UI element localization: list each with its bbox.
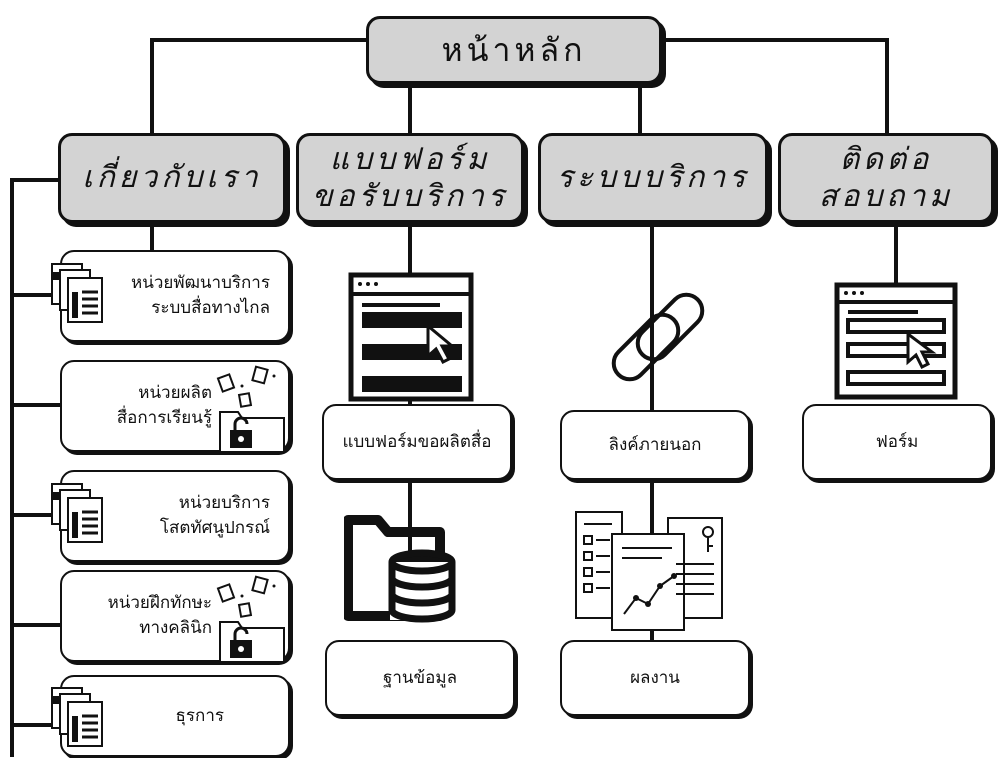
documents-icon xyxy=(51,687,103,747)
home-node[interactable]: หน้าหลัก xyxy=(366,16,662,84)
menu-contact[interactable]: ติดต่อสอบถาม xyxy=(778,133,994,223)
menu-services[interactable]: ระบบบริการ xyxy=(538,133,768,223)
documents-icon xyxy=(51,483,103,543)
services-item[interactable]: ลิงค์ภายนอก xyxy=(560,410,750,480)
folder-lock-icon xyxy=(216,365,285,453)
web-form-icon xyxy=(348,272,474,402)
about-item[interactable]: หน่วยพัฒนาบริการ ระบบสื่อทางไกล xyxy=(60,250,290,342)
forms-item[interactable]: ฐานข้อมูล xyxy=(325,640,515,716)
menu-about[interactable]: เกี่ยวกับเรา xyxy=(58,133,286,223)
contact-item[interactable]: ฟอร์ม xyxy=(802,404,992,480)
documents-icon xyxy=(51,263,103,323)
folder-database-icon xyxy=(344,515,456,623)
web-form-icon xyxy=(834,282,958,400)
menu-forms[interactable]: แบบฟอร์ม ขอรับบริการ xyxy=(296,133,524,223)
chain-link-icon xyxy=(611,292,705,382)
reports-chart-icon xyxy=(575,511,723,631)
folder-lock-icon xyxy=(216,575,285,663)
services-item[interactable]: ผลงาน xyxy=(560,640,750,716)
forms-item[interactable]: แบบฟอร์มขอผลิตสื่อ xyxy=(322,404,512,480)
